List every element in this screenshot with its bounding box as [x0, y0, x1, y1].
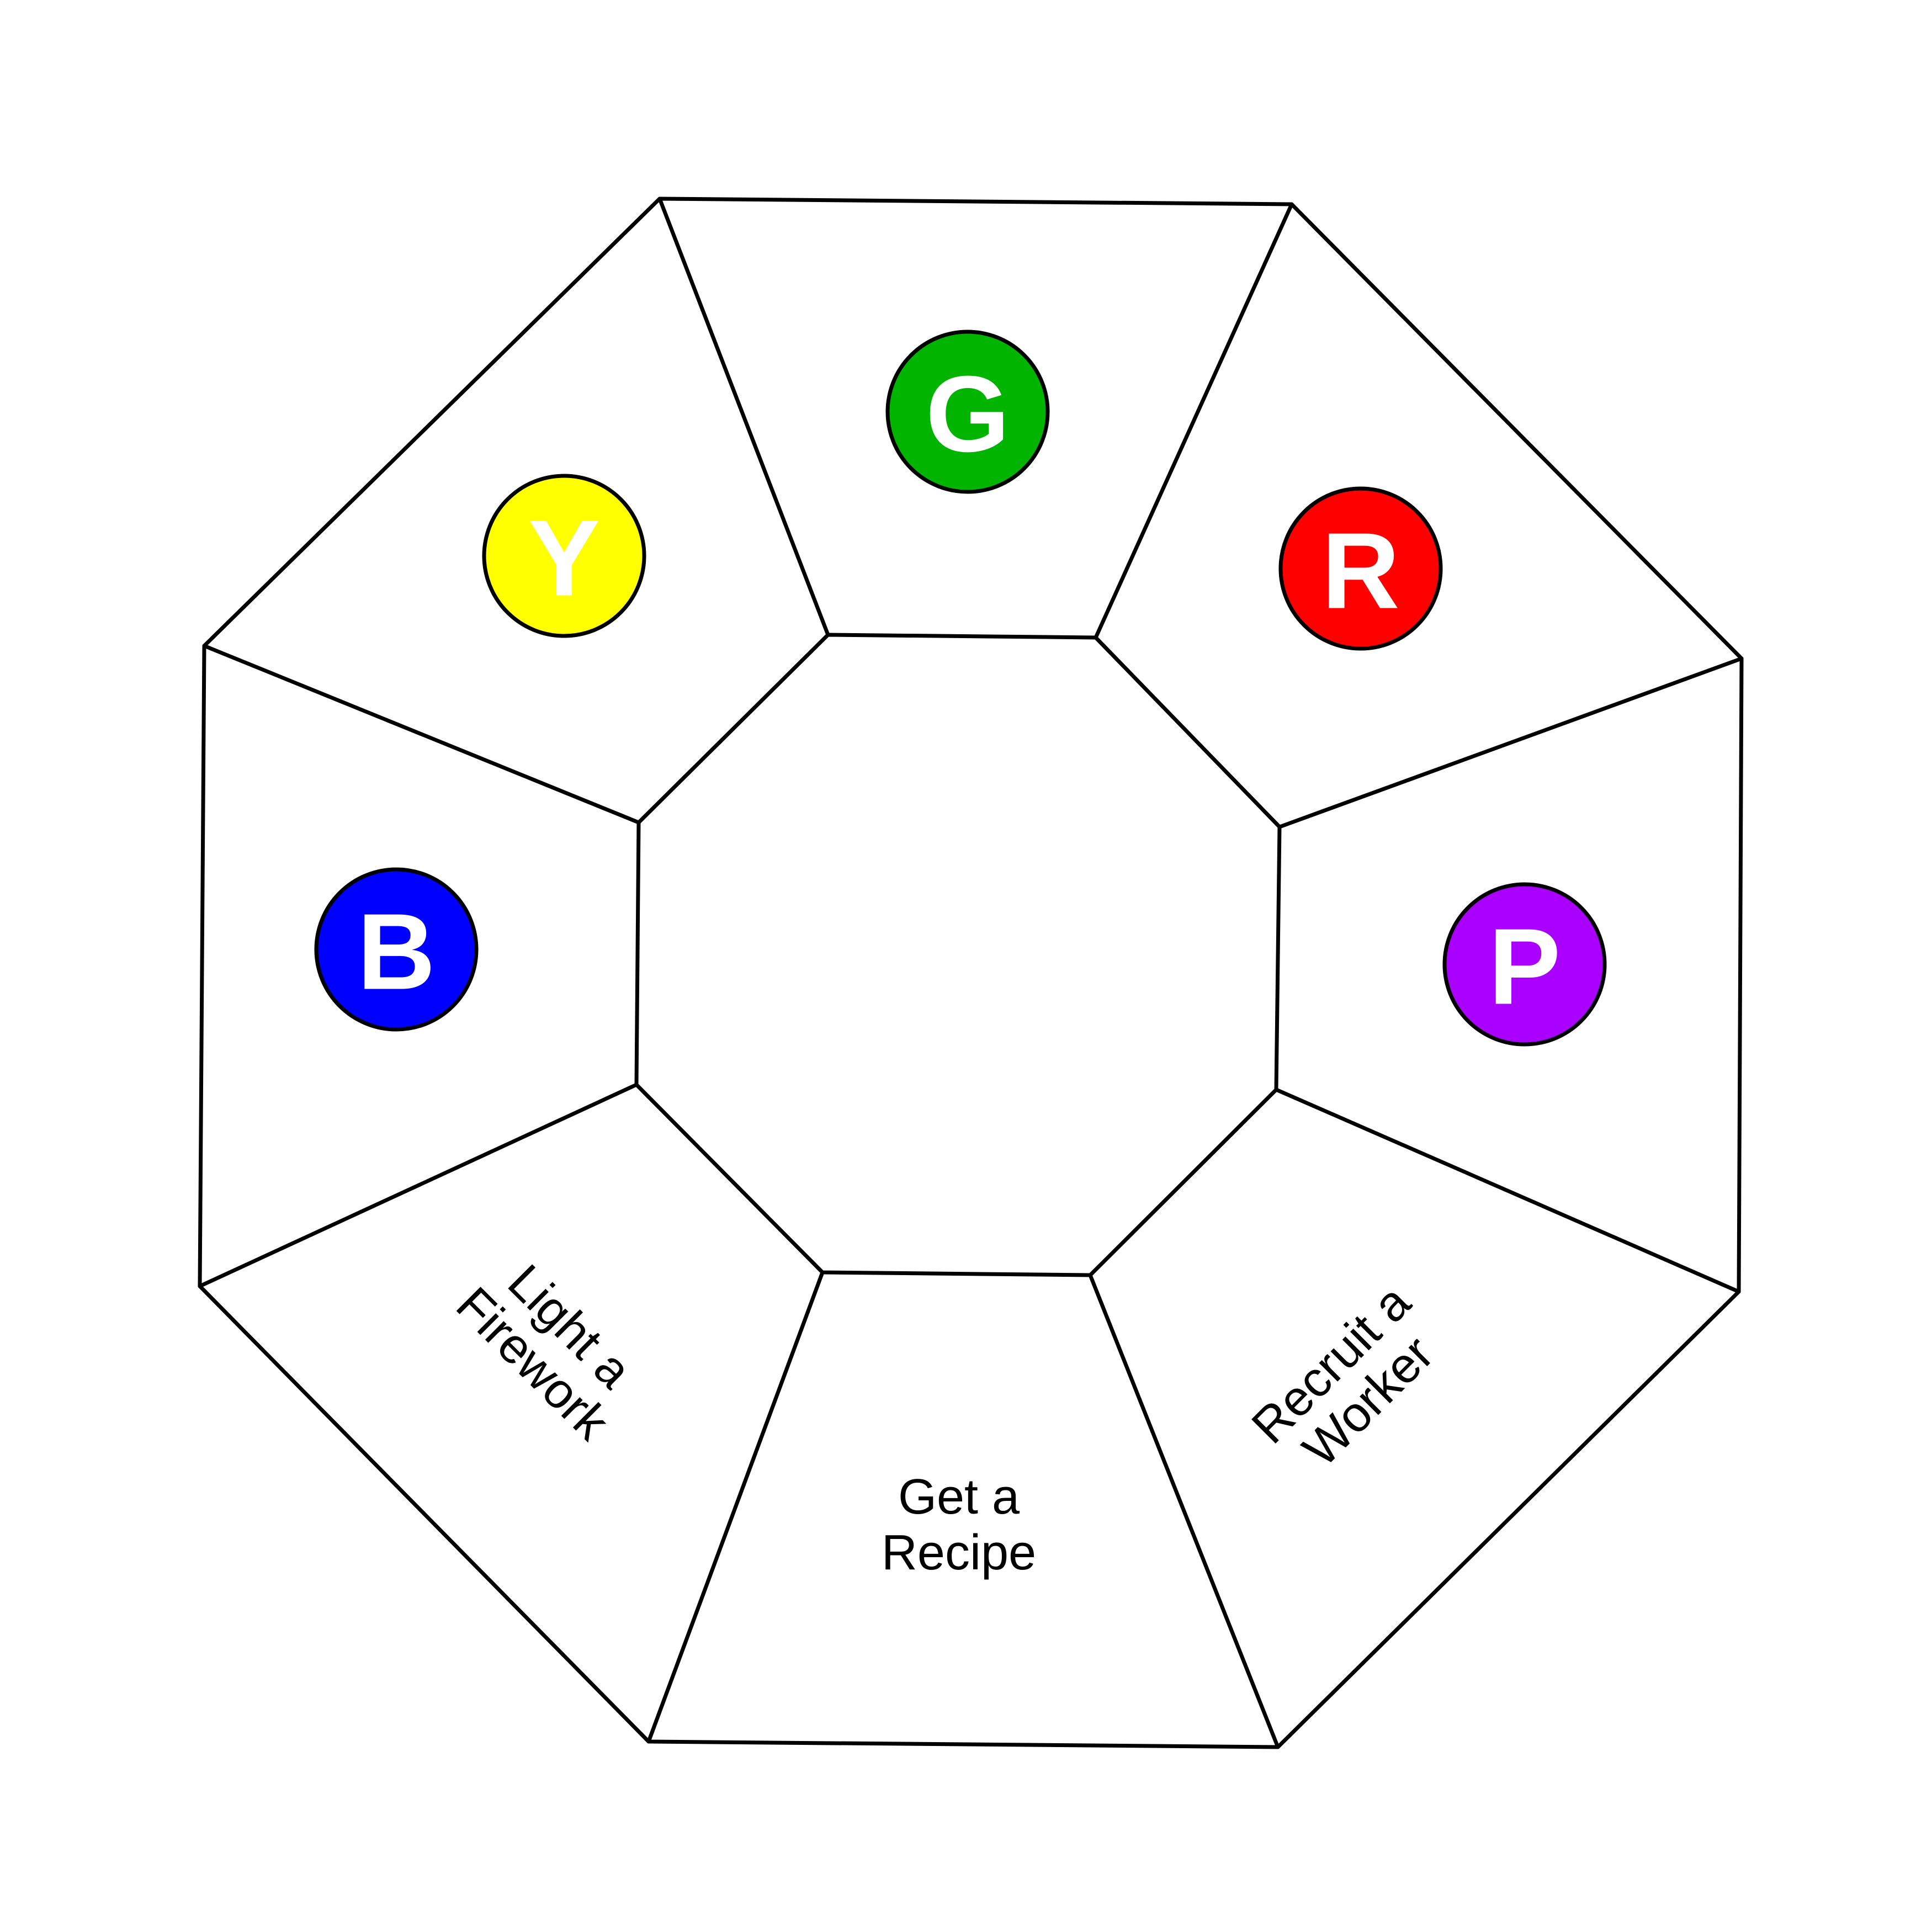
divider-bottom-right [1088, 1273, 1280, 1749]
action-get-recipe: Get a Recipe [882, 1469, 1036, 1580]
token-yellow-letter: Y [528, 498, 601, 619]
divider-top-left [657, 197, 830, 637]
token-red-letter: R [1321, 511, 1400, 631]
token-green-circle [885, 330, 1050, 494]
token-purple[interactable]: P [1442, 882, 1607, 1047]
token-blue-circle [314, 867, 479, 1032]
token-blue-letter: B [357, 891, 436, 1012]
token-purple-letter: P [1489, 906, 1561, 1027]
board-outline [198, 197, 1744, 1749]
token-red-circle [1278, 486, 1443, 651]
token-purple-circle [1442, 882, 1607, 1047]
token-yellow-circle [482, 474, 646, 638]
get-recipe-line2: Recipe [882, 1525, 1036, 1580]
divider-top-right [1094, 202, 1294, 640]
token-red[interactable]: R [1278, 486, 1443, 651]
token-blue[interactable]: B [314, 867, 479, 1032]
token-green-letter: G [926, 354, 1010, 475]
get-recipe-line1: Get a [898, 1469, 1020, 1525]
divider-right-lower [1274, 1087, 1741, 1294]
inner-octagon [634, 633, 1282, 1277]
divider-bottom-left [646, 1270, 825, 1744]
divider-right-upper [1277, 656, 1744, 829]
divider-left-lower [198, 1082, 639, 1288]
token-yellow[interactable]: Y [482, 474, 646, 638]
action-recruit-worker: Recruit a Worker [1241, 1274, 1444, 1477]
divider-left-upper [202, 644, 641, 825]
token-green[interactable]: G [885, 330, 1050, 494]
action-light-firework: Light a Firework [445, 1254, 642, 1451]
